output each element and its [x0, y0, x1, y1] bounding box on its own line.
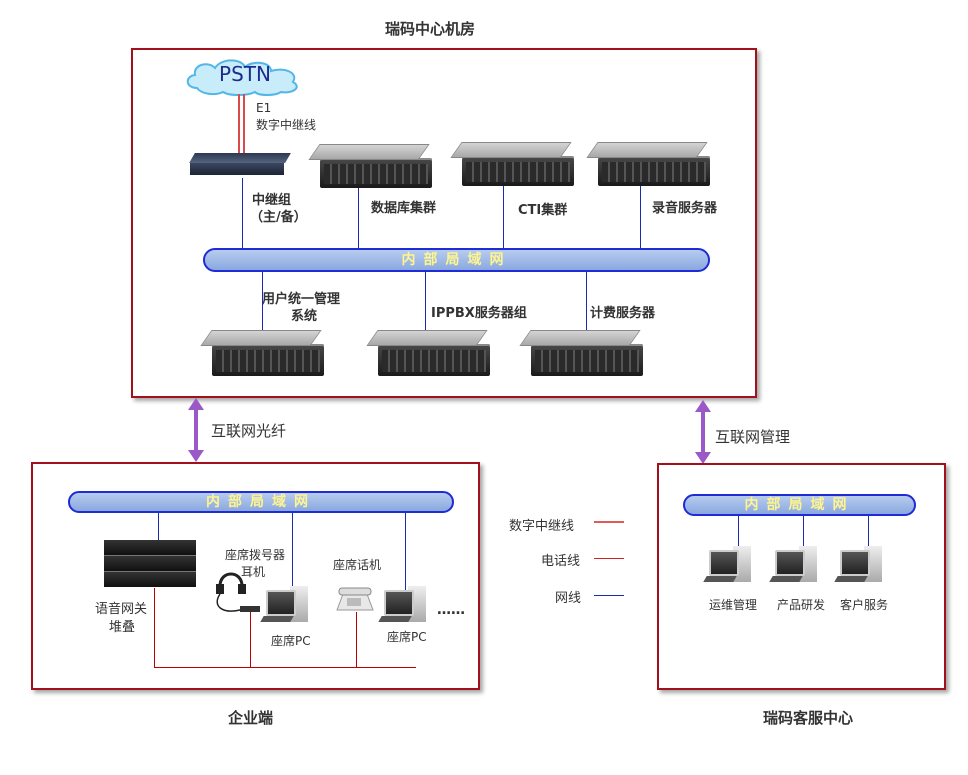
e1-line-2	[243, 94, 245, 156]
internet-mgmt-label: 互联网管理	[715, 428, 791, 446]
agent-pc-2-icon	[378, 586, 430, 626]
enterprise-lan-bar: 内部局域网	[68, 491, 454, 513]
desk-phone-line	[356, 612, 357, 667]
ippbx-group-label: IPPBX服务器组	[431, 306, 527, 321]
desk-phone-icon	[336, 587, 374, 611]
rnd-label: 产品研发	[777, 598, 826, 612]
voice-gateway-sub-label: 堆叠	[109, 620, 136, 635]
recording-lan-connector	[640, 186, 641, 250]
headset-icon	[216, 572, 260, 612]
legend-trunk-swatch	[594, 521, 624, 523]
recording-server	[586, 142, 710, 186]
recording-server-label: 录音服务器	[652, 201, 718, 216]
phone-line-bus	[154, 667, 416, 668]
legend-network-label: 网线	[555, 591, 582, 606]
db-cluster-server	[308, 144, 432, 188]
cs-lan-connector	[868, 516, 869, 550]
trunk-group-label: 中继组	[252, 193, 292, 208]
enterprise-title: 企业端	[228, 709, 274, 727]
ops-label: 运维管理	[709, 598, 758, 612]
agent-pc-2-label: 座席PC	[387, 630, 427, 644]
headset-sub-label: 耳机	[241, 565, 266, 579]
ops-pc-icon	[703, 546, 755, 586]
ippbx-server	[366, 330, 490, 376]
headset-label: 座席拨号器	[225, 548, 286, 562]
datacenter-title: 瑞码中心机房	[385, 20, 476, 38]
ops-lan-connector	[738, 516, 739, 550]
legend-phone-swatch	[594, 558, 624, 559]
service-center-title: 瑞码客服中心	[763, 709, 854, 727]
e1-label: E1	[256, 101, 272, 115]
headset-phone-line	[250, 612, 251, 667]
rnd-pc-icon	[769, 546, 821, 586]
digital-trunk-label: 数字中继线	[256, 118, 317, 132]
user-mgmt-server	[200, 330, 324, 376]
cti-lan-connector	[503, 186, 504, 250]
more-ellipsis: ……	[437, 602, 465, 618]
agent-pc-1-icon	[260, 586, 312, 626]
db-cluster-label: 数据库集群	[371, 201, 437, 216]
billing-lan-connector	[586, 272, 587, 336]
ippbx-lan-connector	[425, 272, 426, 336]
gateway-phone-line	[154, 588, 155, 667]
db-lan-connector	[358, 188, 359, 250]
service-lan-bar: 内部局域网	[683, 494, 916, 516]
voice-gateway-label: 语音网关	[95, 602, 148, 617]
trunk-gateway-device	[189, 153, 291, 177]
datacenter-lan-bar: 内部局域网	[203, 248, 710, 272]
trunk-group-sub-label: （主/备）	[250, 210, 307, 225]
internet-fiber-arrow-icon	[188, 398, 204, 462]
pc1-lan-connector	[292, 513, 293, 593]
legend-phone-label: 电话线	[541, 554, 581, 569]
cti-cluster-label: CTI集群	[518, 203, 568, 218]
voice-gateway-stack	[104, 540, 196, 588]
trunk-lan-connector	[242, 178, 243, 250]
agent-phone-label: 座席话机	[333, 558, 382, 572]
pc2-lan-connector	[405, 513, 406, 595]
user-mgmt-label: 用户统一管理	[262, 292, 341, 307]
customer-service-pc-icon	[834, 546, 886, 586]
e1-line-1	[238, 94, 240, 156]
cti-cluster-server	[450, 142, 574, 186]
pstn-label: PSTN	[219, 62, 271, 86]
internet-fiber-label: 互联网光纤	[211, 422, 287, 440]
customer-service-label: 客户服务	[840, 598, 889, 612]
billing-server	[519, 330, 643, 376]
legend-network-swatch	[594, 595, 624, 596]
internet-mgmt-arrow-icon	[695, 400, 711, 464]
billing-server-label: 计费服务器	[590, 306, 656, 321]
legend-trunk-label: 数字中继线	[509, 519, 575, 534]
usermgmt-lan-connector	[262, 272, 263, 336]
rnd-lan-connector	[803, 516, 804, 550]
gateway-lan-connector	[158, 513, 159, 541]
agent-pc-1-label: 座席PC	[271, 634, 311, 648]
user-mgmt-sub-label: 系统	[291, 309, 318, 324]
